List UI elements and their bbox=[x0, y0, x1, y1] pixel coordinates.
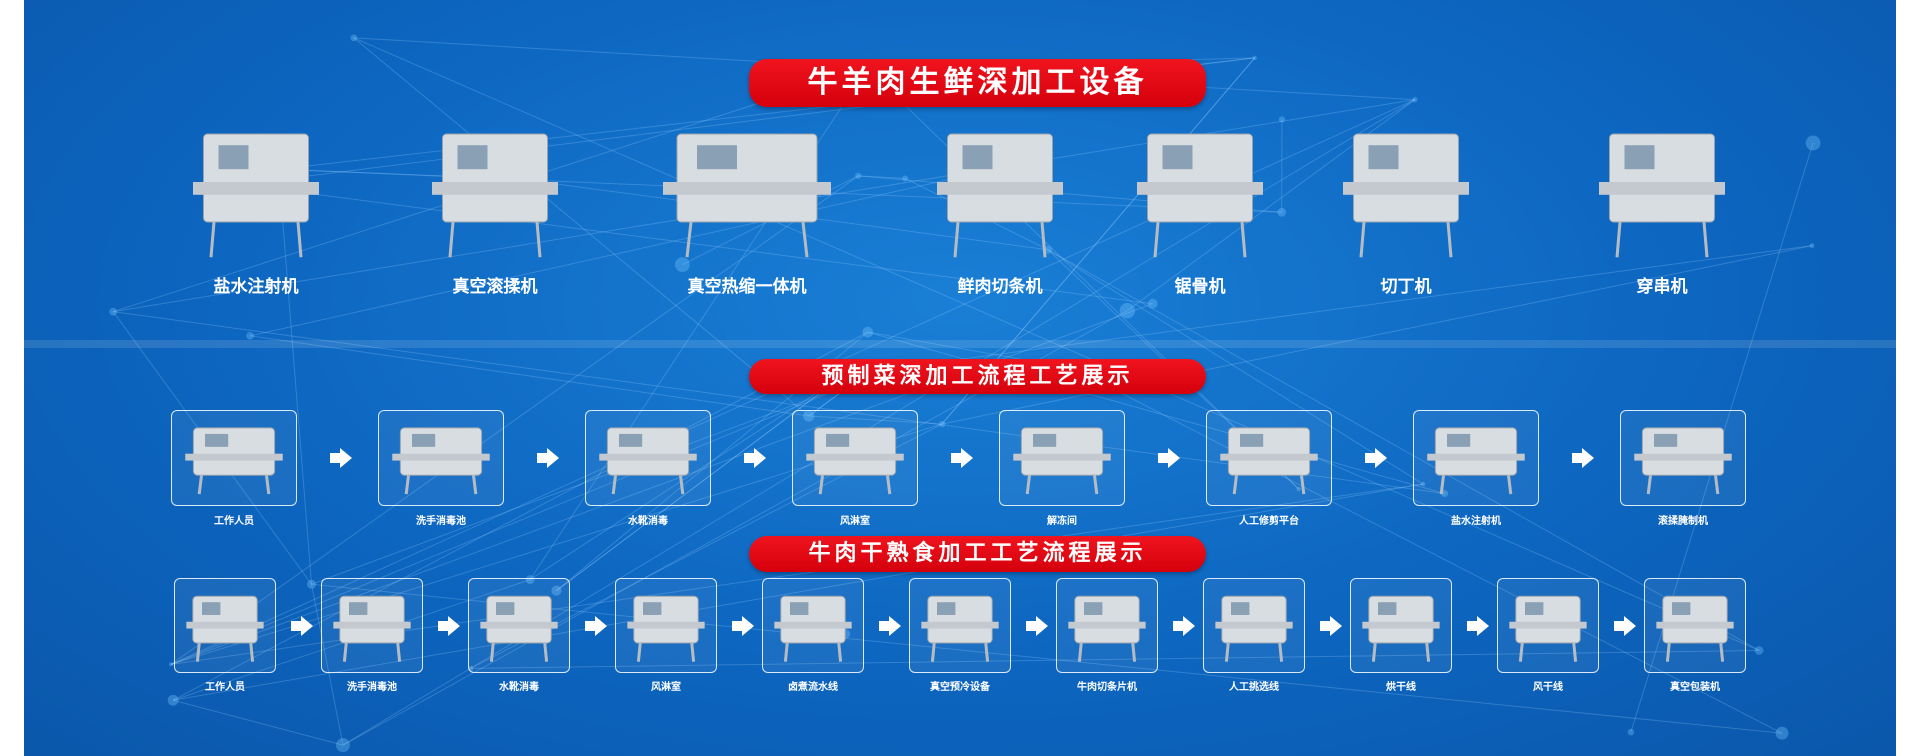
step-box bbox=[174, 578, 276, 673]
divider-band bbox=[24, 340, 1896, 348]
equipment-image bbox=[921, 595, 999, 662]
arrow-right-icon bbox=[1364, 448, 1387, 468]
arrow-right-icon bbox=[878, 615, 901, 636]
arrow-right-icon bbox=[1571, 448, 1594, 468]
step-box bbox=[1206, 410, 1332, 506]
machine-image bbox=[181, 110, 331, 270]
step-box bbox=[321, 578, 423, 673]
machine-label: 盐水注射机 bbox=[213, 277, 299, 297]
arrow-right-icon bbox=[1172, 615, 1195, 636]
arrow-right-icon bbox=[584, 615, 607, 636]
step-box bbox=[378, 410, 504, 506]
step-box bbox=[1620, 410, 1746, 506]
equipment-image bbox=[1068, 595, 1146, 662]
step-label: 人工修剪平台 bbox=[1239, 516, 1299, 527]
step-box bbox=[1056, 578, 1158, 673]
step-label: 滚揉腌制机 bbox=[1658, 516, 1708, 527]
equipment-image bbox=[480, 595, 558, 662]
machine-label: 鲜肉切条机 bbox=[957, 277, 1043, 297]
step-box bbox=[1497, 578, 1599, 673]
machine-image bbox=[1331, 110, 1481, 270]
step-box bbox=[792, 410, 918, 506]
arrow-right-icon bbox=[743, 448, 766, 468]
machine-image bbox=[647, 110, 847, 270]
step-box bbox=[171, 410, 297, 506]
arrow-right-icon bbox=[1466, 615, 1489, 636]
section2-title: 预制菜深加工流程工艺展示 bbox=[749, 359, 1206, 394]
step-label: 洗手消毒池 bbox=[347, 682, 397, 693]
step-label: 水靴消毒 bbox=[628, 516, 668, 527]
equipment-image bbox=[806, 427, 904, 495]
equipment-image bbox=[1656, 595, 1734, 662]
step-label: 真空包装机 bbox=[1670, 682, 1720, 693]
step-box bbox=[909, 578, 1011, 673]
step-label: 盐水注射机 bbox=[1451, 516, 1501, 527]
step-label: 洗手消毒池 bbox=[416, 516, 466, 527]
equipment-image bbox=[1215, 595, 1293, 662]
step-box bbox=[1413, 410, 1539, 506]
equipment-image bbox=[1013, 427, 1111, 495]
machine-image bbox=[1125, 110, 1275, 270]
section3-title: 牛肉干熟食加工工艺流程展示 bbox=[749, 536, 1206, 572]
equipment-image bbox=[185, 427, 283, 495]
equipment-image bbox=[1427, 427, 1525, 495]
machine-label: 穿串机 bbox=[1636, 277, 1688, 297]
equipment-image bbox=[1220, 427, 1318, 495]
arrow-right-icon bbox=[1157, 448, 1180, 468]
equipment-image bbox=[392, 427, 490, 495]
equipment-image bbox=[1509, 595, 1587, 662]
step-box bbox=[762, 578, 864, 673]
machine-label: 真空滚揉机 bbox=[452, 277, 538, 297]
arrow-right-icon bbox=[1025, 615, 1048, 636]
machine-label: 真空热缩一体机 bbox=[687, 277, 807, 297]
step-label: 人工挑选线 bbox=[1229, 682, 1279, 693]
machine-label: 锯骨机 bbox=[1174, 277, 1226, 297]
step-label: 风干线 bbox=[1533, 682, 1563, 693]
step-box bbox=[999, 410, 1125, 506]
machine-label: 切丁机 bbox=[1380, 277, 1432, 297]
step-label: 风淋室 bbox=[651, 682, 681, 693]
step-box bbox=[1644, 578, 1746, 673]
arrow-right-icon bbox=[437, 615, 460, 636]
machine-image bbox=[420, 110, 570, 270]
section1-title: 牛羊肉生鲜深加工设备 bbox=[749, 59, 1206, 107]
step-label: 工作人员 bbox=[214, 516, 254, 527]
machine-image bbox=[925, 110, 1075, 270]
step-box bbox=[585, 410, 711, 506]
step-label: 水靴消毒 bbox=[499, 682, 539, 693]
machine-image bbox=[1587, 110, 1737, 270]
arrow-right-icon bbox=[290, 615, 313, 636]
step-box bbox=[468, 578, 570, 673]
step-box bbox=[1203, 578, 1305, 673]
equipment-image bbox=[186, 595, 264, 662]
arrow-right-icon bbox=[329, 448, 352, 468]
step-label: 解冻间 bbox=[1047, 516, 1077, 527]
step-label: 卤煮流水线 bbox=[788, 682, 838, 693]
step-label: 真空预冷设备 bbox=[930, 682, 990, 693]
step-box bbox=[615, 578, 717, 673]
step-label: 工作人员 bbox=[205, 682, 245, 693]
step-label: 牛肉切条片机 bbox=[1077, 682, 1137, 693]
equipment-image bbox=[774, 595, 852, 662]
equipment-image bbox=[1634, 427, 1732, 495]
step-box bbox=[1350, 578, 1452, 673]
arrow-right-icon bbox=[536, 448, 559, 468]
equipment-image bbox=[333, 595, 411, 662]
equipment-image bbox=[1362, 595, 1440, 662]
equipment-image bbox=[599, 427, 697, 495]
equipment-image bbox=[627, 595, 705, 662]
arrow-right-icon bbox=[1613, 615, 1636, 636]
step-label: 烘干线 bbox=[1386, 682, 1416, 693]
arrow-right-icon bbox=[950, 448, 973, 468]
arrow-right-icon bbox=[1319, 615, 1342, 636]
arrow-right-icon bbox=[731, 615, 754, 636]
banner: 牛羊肉生鲜深加工设备 预制菜深加工流程工艺展示 牛肉干熟食加工工艺流程展示 盐水… bbox=[24, 0, 1896, 756]
step-label: 风淋室 bbox=[840, 516, 870, 527]
